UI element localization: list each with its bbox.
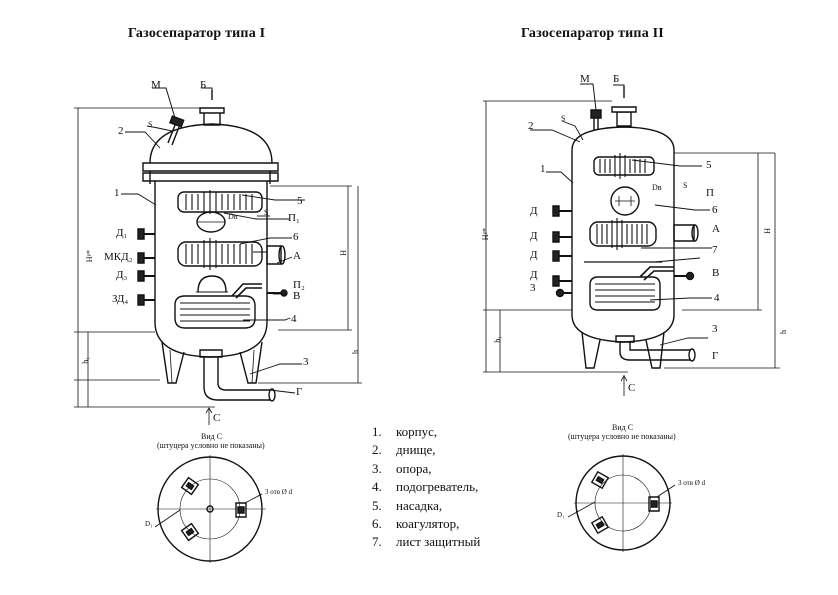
left-callout-2: 2: [118, 125, 124, 137]
legend-item: 3. опора,: [372, 460, 480, 478]
legend-text: лист защитный: [396, 534, 481, 550]
right-view-arrow-c: С: [628, 382, 636, 394]
right-dim-h1: h₁: [493, 336, 502, 343]
legend-num: 6.: [372, 516, 382, 532]
legend-num: 4.: [372, 479, 382, 495]
right-conn-g: Г: [712, 350, 719, 362]
legend-num: 3.: [372, 460, 382, 476]
right-conn-d3: Д: [530, 249, 538, 261]
legend-text: насадка,: [396, 497, 443, 513]
left-conn-a: А: [293, 250, 301, 262]
left-dim-h1: h₁: [81, 357, 90, 364]
left-conn-v: В: [293, 290, 301, 302]
right-mark-s1: S: [561, 114, 566, 123]
left-conn-d1: Д₁: [116, 227, 128, 239]
left-conn-g: Г: [296, 386, 303, 398]
legend-text: днище,: [396, 442, 436, 458]
right-conn-a: А: [712, 223, 720, 235]
right-callout-7: 7: [712, 244, 718, 256]
right-view-note: (штуцера условно не показаны): [568, 432, 676, 441]
right-conn-d4: Д: [530, 269, 538, 281]
left-mark-s2: S: [264, 208, 269, 217]
left-holes-label: 3 отв Ø d: [265, 488, 293, 496]
right-conn-v: В: [712, 267, 720, 279]
left-callout-3: 3: [303, 356, 309, 368]
title-type-1: Газосепаратор типа I: [128, 26, 266, 41]
legend-item: 2. днище,: [372, 441, 480, 459]
right-d1-label: D₁: [557, 511, 565, 519]
right-dim-hs: h: [779, 330, 788, 334]
left-mark-s1: S: [148, 120, 153, 129]
legend-item: 6. коагулятор,: [372, 515, 480, 533]
left-callout-4: 4: [291, 313, 297, 325]
left-dim-h: H: [339, 250, 348, 256]
parts-legend: 1. корпус, 2. днище, 3. опора, 4. подогреват…: [372, 423, 480, 552]
title-type-2: Газосепаратор типа II: [521, 26, 664, 41]
legend-num: 2.: [372, 442, 382, 458]
legend-text: корпус,: [396, 424, 438, 439]
left-d1-label: D₁: [145, 520, 153, 528]
legend-text: коагулятор,: [396, 516, 460, 532]
right-dim-h: H: [763, 228, 772, 234]
vessel-type-1: [74, 88, 362, 563]
legend-item: 1. корпус,: [372, 423, 480, 441]
right-callout-5: 5: [706, 159, 712, 171]
right-callout-4: 4: [714, 292, 720, 304]
legend-text: опора,: [396, 460, 432, 476]
right-callout-6: 6: [712, 204, 718, 216]
legend-text: подогреватель,: [396, 479, 479, 495]
left-dim-h-star: Hᵖ*: [85, 250, 94, 263]
legend-item: 5. насадка,: [372, 497, 480, 515]
left-conn-d3: Д₃: [116, 269, 128, 281]
right-callout-1: 1: [540, 163, 546, 175]
legend-item: 4. подогреватель,: [372, 478, 480, 496]
left-mark-dv: Dв: [228, 212, 238, 221]
legend-num: 1.: [372, 424, 382, 439]
left-callout-6: 6: [293, 231, 299, 243]
left-conn-p2: П₂: [293, 279, 305, 291]
legend-num: 5.: [372, 497, 382, 513]
left-nozzle-b-label: Б: [200, 79, 207, 91]
right-mark-s2: S: [683, 181, 688, 190]
left-nozzle-m-label: М: [151, 79, 161, 91]
legend-num: 7.: [372, 534, 382, 550]
right-mark-dv: Dв: [652, 183, 662, 192]
left-view-arrow-c: С: [213, 412, 221, 424]
right-holes-label: 3 отв Ø d: [678, 479, 706, 487]
vessel-type-2: [483, 84, 780, 552]
right-conn-three: 3: [530, 282, 536, 294]
right-callout-2: 2: [528, 120, 534, 132]
right-conn-p: П: [706, 187, 714, 199]
left-dim-hs: h: [351, 350, 360, 354]
left-view-title: Вид С: [201, 432, 223, 441]
left-conn-p1: П₁: [288, 212, 300, 224]
right-conn-d1: Д: [530, 205, 538, 217]
right-conn-d2: Д: [530, 230, 538, 242]
right-nozzle-m-label: М: [580, 73, 590, 85]
right-view-title: Вид С: [612, 423, 634, 432]
right-callout-3: 3: [712, 323, 718, 335]
left-conn-mkd: МКД₂: [104, 251, 133, 263]
left-view-note: (штуцера условно не показаны): [157, 441, 265, 450]
legend-item: 7. лист защитный: [372, 533, 480, 551]
right-nozzle-b-label: Б: [613, 73, 620, 85]
left-conn-zd: ЗД₄: [112, 293, 129, 305]
left-callout-1: 1: [114, 187, 120, 199]
left-callout-5: 5: [297, 195, 303, 207]
right-dim-h-star: Hᵖ*: [481, 228, 490, 241]
